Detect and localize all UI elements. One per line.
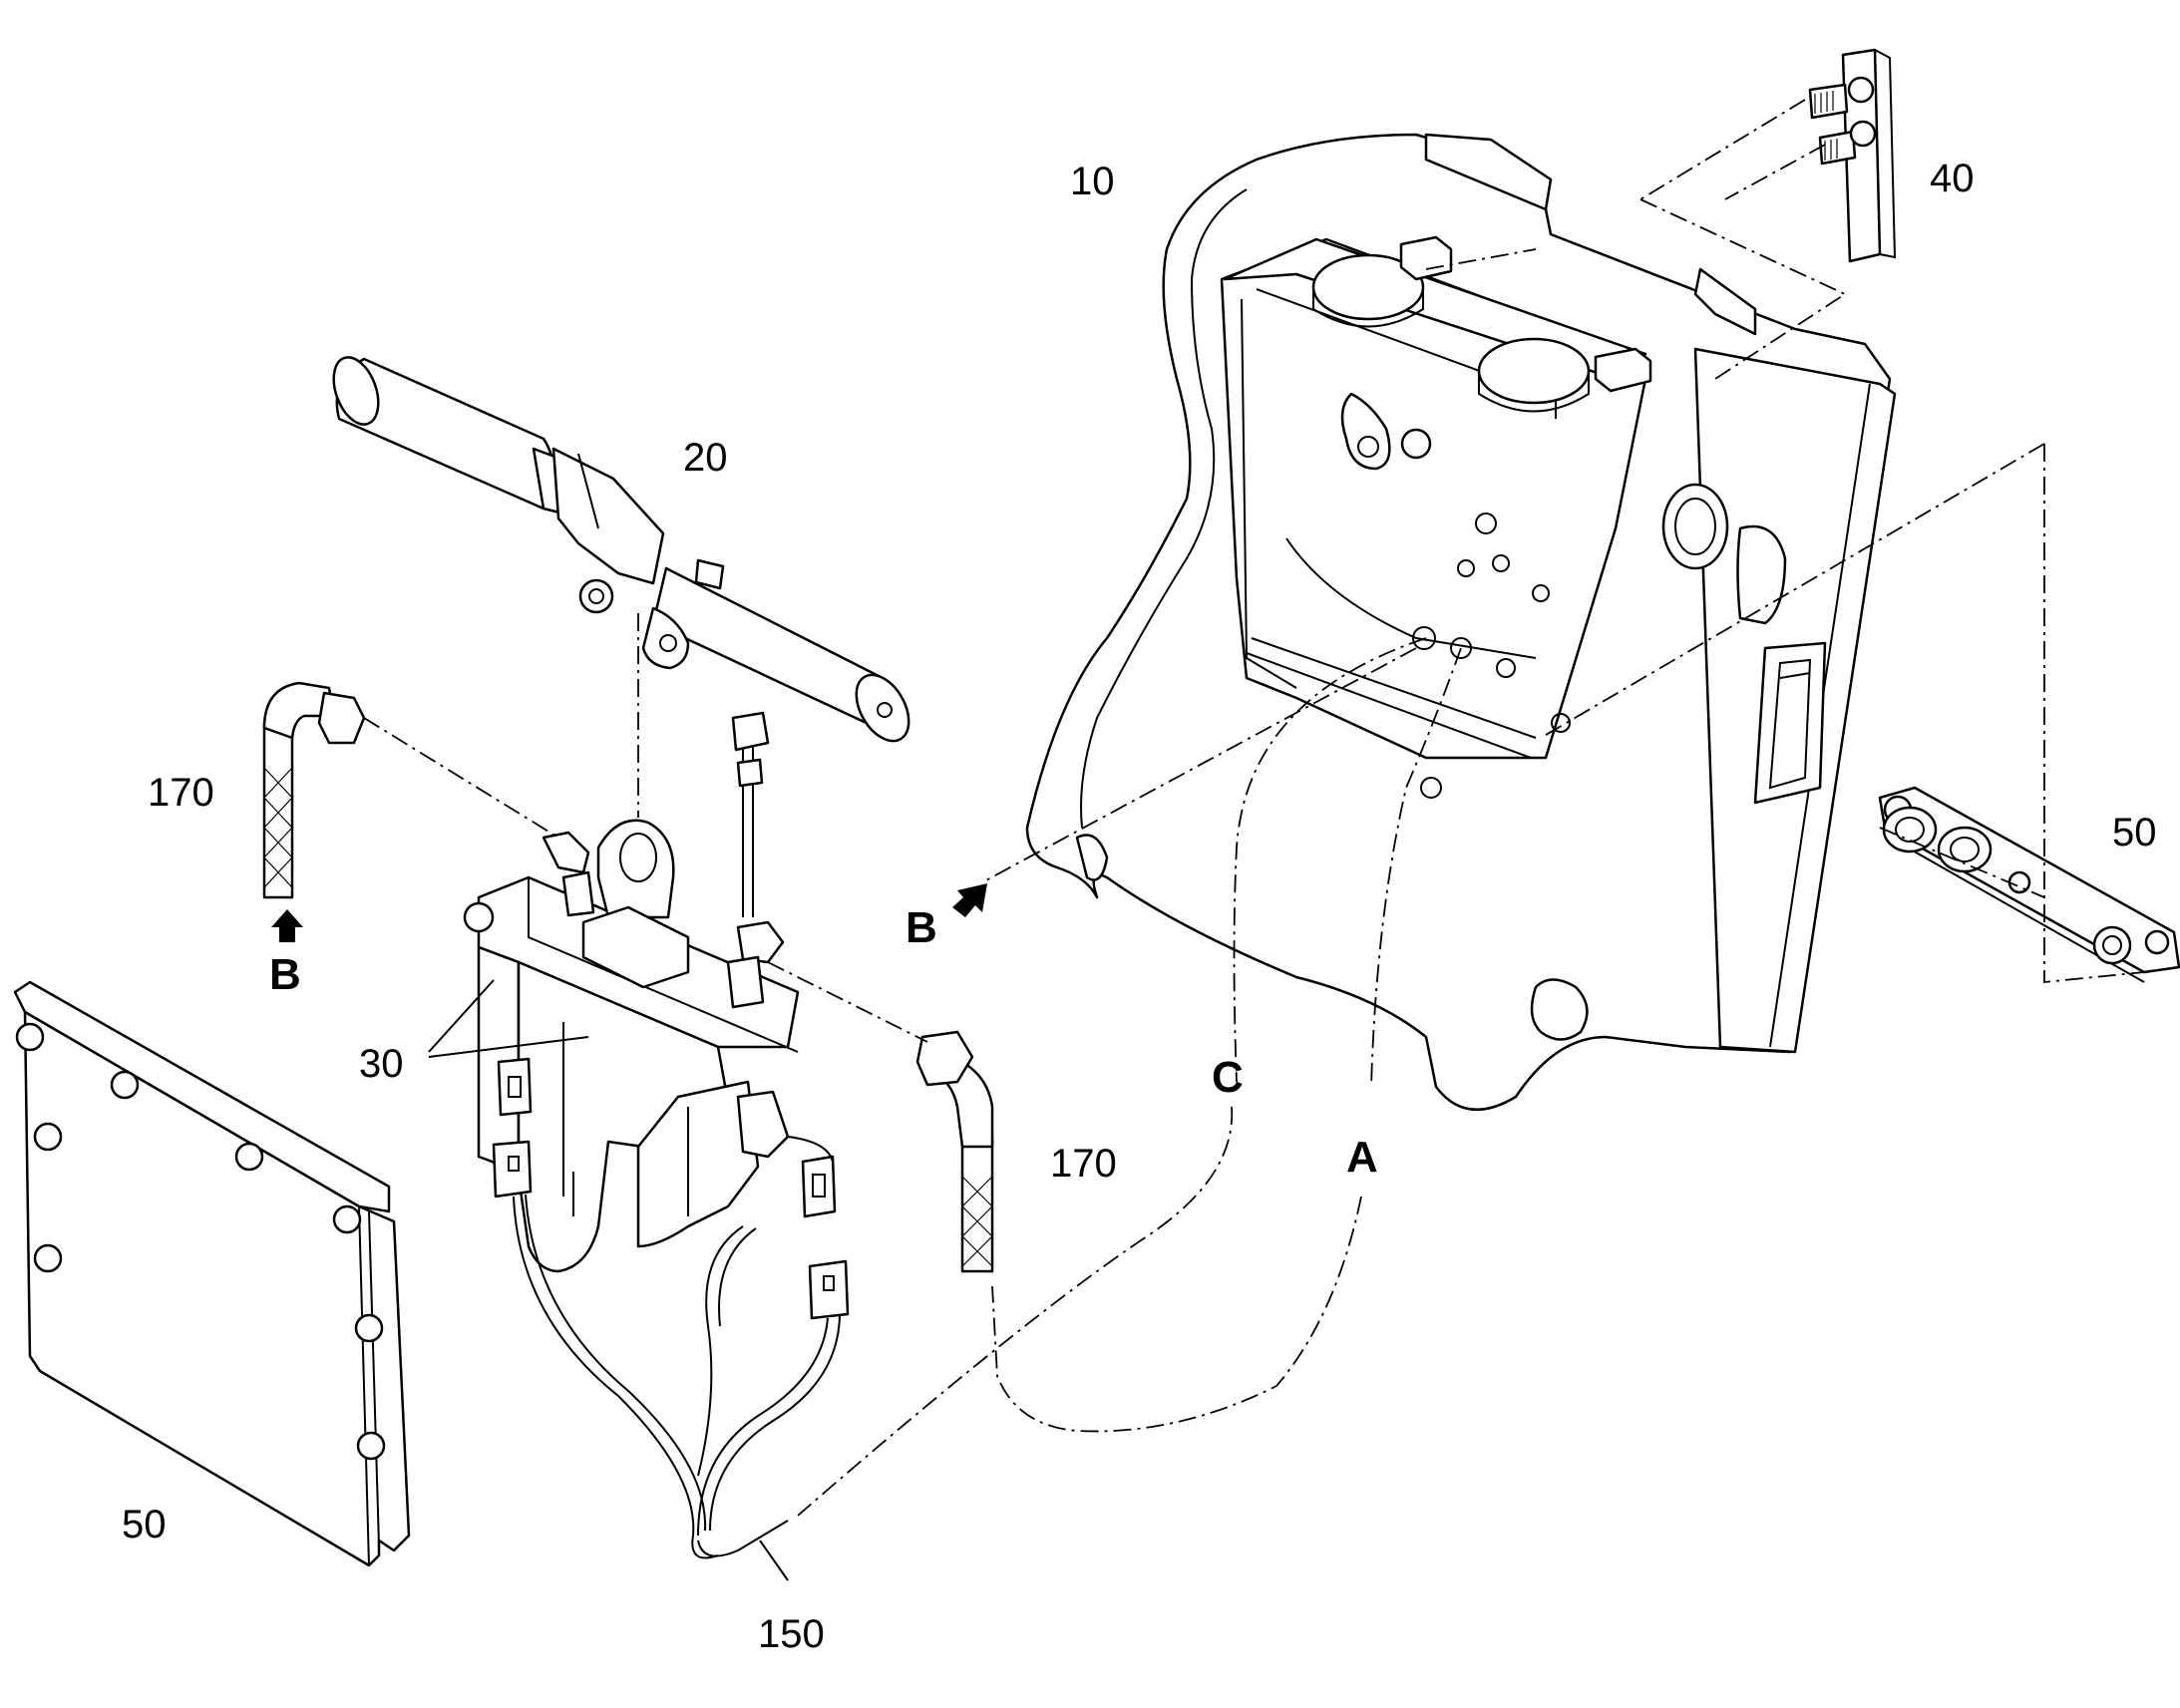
cover-bolts [15,1022,386,1461]
assembly-center-lines [363,99,2145,1517]
bolt-upper [1808,76,1875,120]
hose-left-part-170 [262,681,366,899]
elbow-fitting-left [542,831,595,917]
elbow-fitting-right [726,920,785,1009]
marker-c: C [1212,1053,1244,1102]
label-part-20: 20 [683,436,728,480]
arrow-b-left [271,909,303,942]
wiring-harness-part-150 [492,1140,850,1559]
marker-b-left: B [269,950,301,999]
label-part-150: 150 [758,1612,825,1656]
label-part-10: 10 [1070,160,1115,203]
cover-plate-left-part-50 [13,980,411,1567]
hydraulic-cylinder-part-20 [332,356,910,743]
label-part-40: 40 [1930,157,1975,200]
marker-a: A [1346,1133,1378,1182]
marker-b-center: B [906,903,937,952]
bolt-lower [1818,120,1877,166]
arrow-b-center [952,883,987,917]
label-part-170-right: 170 [1050,1142,1117,1186]
leader-lines [428,979,789,1581]
main-frame-part-10 [1025,133,1897,1112]
part-number-labels: 10 20 30 40 50 50 150 170 170 [122,157,2157,1656]
label-part-50-left: 50 [122,1503,167,1546]
connection-marker-labels: A B B C [269,903,1378,1182]
cover-plate-right-part-50 [1878,786,2180,983]
label-part-170-left: 170 [148,771,214,815]
mounting-plate-part-40 [1808,48,1897,263]
hose-right-part-170 [915,1030,994,1273]
label-part-50-right: 50 [2112,811,2157,854]
label-part-30: 30 [359,1042,404,1086]
